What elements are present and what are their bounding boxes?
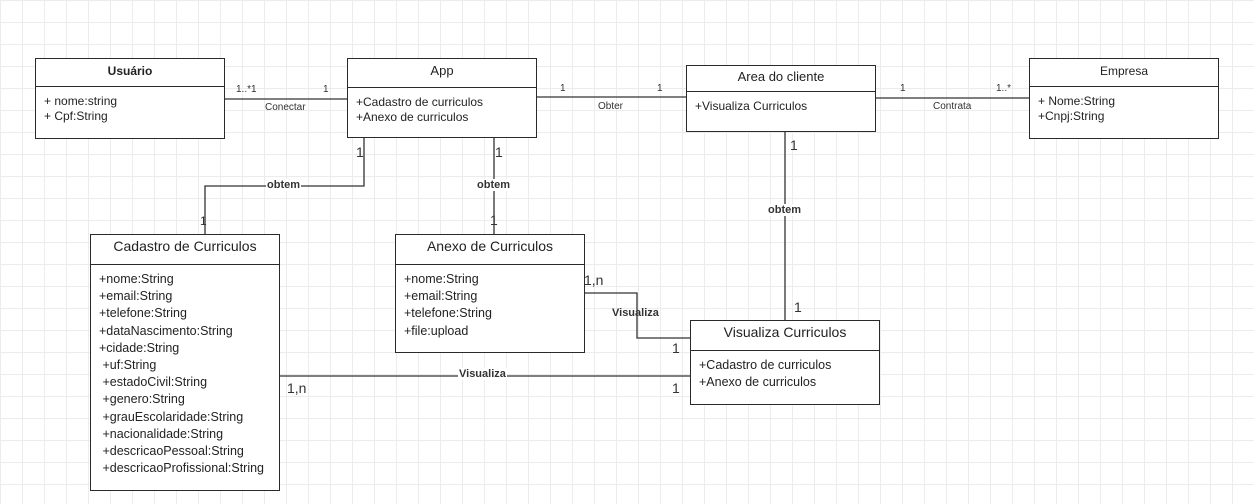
attribute: +email:String xyxy=(99,289,173,304)
class-cadastro-de-curriculos[interactable]: Cadastro de Curriculos +nome:String +ema… xyxy=(90,234,280,491)
class-anexo-name: Anexo de Curriculos xyxy=(396,235,584,265)
attribute: + Nome:String xyxy=(1038,94,1116,108)
attribute: +descricaoProfissional:String xyxy=(99,461,265,476)
class-usuario-attrs: + nome:string + Cpf:String xyxy=(36,87,224,124)
mult-app-cadastro-to: 1 xyxy=(200,214,207,228)
class-area-do-cliente[interactable]: Area do cliente +Visualiza Curriculos xyxy=(686,65,876,132)
class-app-name: App xyxy=(348,59,536,88)
mult-app-area-to: 1 xyxy=(657,83,663,94)
label-conectar: Conectar xyxy=(265,102,306,113)
mult-app-cadastro-from: 1 xyxy=(356,144,364,160)
label-obtem-cadastro: obtem xyxy=(266,179,301,191)
mult-anexo-visualiza-from: 1,n xyxy=(584,272,604,288)
mult-cadastro-visualiza-to: 1 xyxy=(672,380,680,396)
class-usuario[interactable]: Usuário + nome:string + Cpf:String xyxy=(35,58,225,139)
mult-app-anexo-to: 1 xyxy=(490,212,498,228)
label-obtem-visualiza: obtem xyxy=(767,204,802,216)
attribute: +Anexo de curriculos xyxy=(699,375,817,390)
mult-usuario-app-from: 1..*1 xyxy=(236,84,257,95)
class-empresa[interactable]: Empresa + Nome:String +Cnpj:String xyxy=(1029,58,1219,139)
mult-anexo-visualiza-to: 1 xyxy=(672,340,680,356)
attribute: +nome:String xyxy=(99,272,174,286)
mult-app-area-from: 1 xyxy=(560,83,566,94)
attribute: +Cadastro de curriculos xyxy=(699,358,832,372)
line-anexo-visualiza xyxy=(585,292,690,339)
class-cadastro-name: Cadastro de Curriculos xyxy=(91,235,279,265)
attribute: +descricaoPessoal:String xyxy=(99,444,244,459)
attribute: +email:String xyxy=(404,289,478,304)
class-app[interactable]: App +Cadastro de curriculos +Anexo de cu… xyxy=(347,58,537,138)
attribute: +cidade:String xyxy=(99,340,180,355)
attribute: +dataNascimento:String xyxy=(99,323,233,338)
mult-app-anexo-from: 1 xyxy=(495,144,503,160)
attribute: +file:upload xyxy=(404,323,469,338)
attribute: +genero:String xyxy=(99,392,185,407)
attribute: +Cadastro de curriculos xyxy=(356,95,484,109)
mult-usuario-app-to: 1 xyxy=(323,84,329,95)
label-obtem-anexo: obtem xyxy=(476,179,511,191)
class-visualiza-attrs: +Cadastro de curriculos +Anexo de curric… xyxy=(691,351,879,391)
attribute: +uf:String xyxy=(99,358,157,373)
attribute: +grauEscolaridade:String xyxy=(99,409,244,424)
class-area-do-cliente-attrs: +Visualiza Curriculos xyxy=(687,92,875,114)
class-area-do-cliente-name: Area do cliente xyxy=(687,66,875,92)
attribute: +nacionalidade:String xyxy=(99,426,224,441)
label-obter: Obter xyxy=(598,101,624,112)
attribute: + nome:string xyxy=(44,94,118,108)
class-visualiza-name: Visualiza Curriculos xyxy=(691,321,879,351)
mult-area-empresa-from: 1 xyxy=(900,83,906,94)
class-anexo-de-curriculos[interactable]: Anexo de Curriculos +nome:String +email:… xyxy=(395,234,585,353)
label-visualiza-anexo: Visualiza xyxy=(612,307,659,319)
mult-area-empresa-to: 1..* xyxy=(996,83,1012,94)
class-usuario-name: Usuário xyxy=(36,59,224,87)
class-empresa-attrs: + Nome:String +Cnpj:String xyxy=(1030,87,1218,124)
label-contrata: Contrata xyxy=(933,101,972,112)
label-visualiza-cadastro: Visualiza xyxy=(458,368,507,380)
attribute: +nome:String xyxy=(404,272,479,286)
mult-cadastro-visualiza-from: 1,n xyxy=(287,380,307,396)
attribute: +Anexo de curriculos xyxy=(356,110,469,124)
mult-area-visualiza-from: 1 xyxy=(790,137,798,153)
attribute: +Cnpj:String xyxy=(1038,109,1105,123)
class-cadastro-attrs: +nome:String +email:String +telefone:Str… xyxy=(91,265,279,477)
attribute: +telefone:String xyxy=(404,306,492,321)
mult-area-visualiza-to: 1 xyxy=(794,299,802,315)
attribute: +Visualiza Curriculos xyxy=(695,99,808,113)
class-visualiza-curriculos[interactable]: Visualiza Curriculos +Cadastro de curric… xyxy=(690,320,880,405)
class-empresa-name: Empresa xyxy=(1030,59,1218,87)
class-app-attrs: +Cadastro de curriculos +Anexo de curric… xyxy=(348,88,536,125)
attribute: + Cpf:String xyxy=(44,109,108,123)
class-anexo-attrs: +nome:String +email:String +telefone:Str… xyxy=(396,265,584,340)
attribute: +estadoCivil:String xyxy=(99,375,208,390)
attribute: +telefone:String xyxy=(99,306,187,321)
